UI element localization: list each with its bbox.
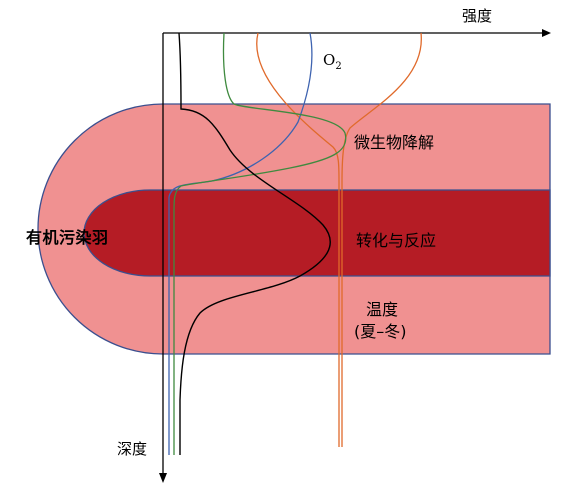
intensity-axis-arrow [542, 29, 551, 37]
black-curve [178, 32, 331, 455]
o2-label-base: O [323, 51, 336, 69]
biodegradation-label: 微生物降解 [354, 133, 435, 152]
temperature-label: 温度 [366, 300, 399, 319]
o2-label: O2 [323, 51, 342, 72]
depth-axis-label: 深度 [117, 440, 148, 458]
green-curve [173, 32, 347, 455]
depth-axis-arrow [159, 473, 167, 483]
temperature-curve [256, 32, 340, 447]
intensity-axis-label: 强度 [462, 7, 493, 25]
inner-plume-core [83, 189, 551, 277]
plume-label: 有机污染羽 [26, 228, 109, 247]
o2-label-subscript: 2 [335, 61, 342, 72]
season-label: (夏–冬) [354, 322, 407, 341]
transformation-label: 转化与反应 [356, 231, 437, 250]
temperature-curve-branch [341, 32, 422, 447]
